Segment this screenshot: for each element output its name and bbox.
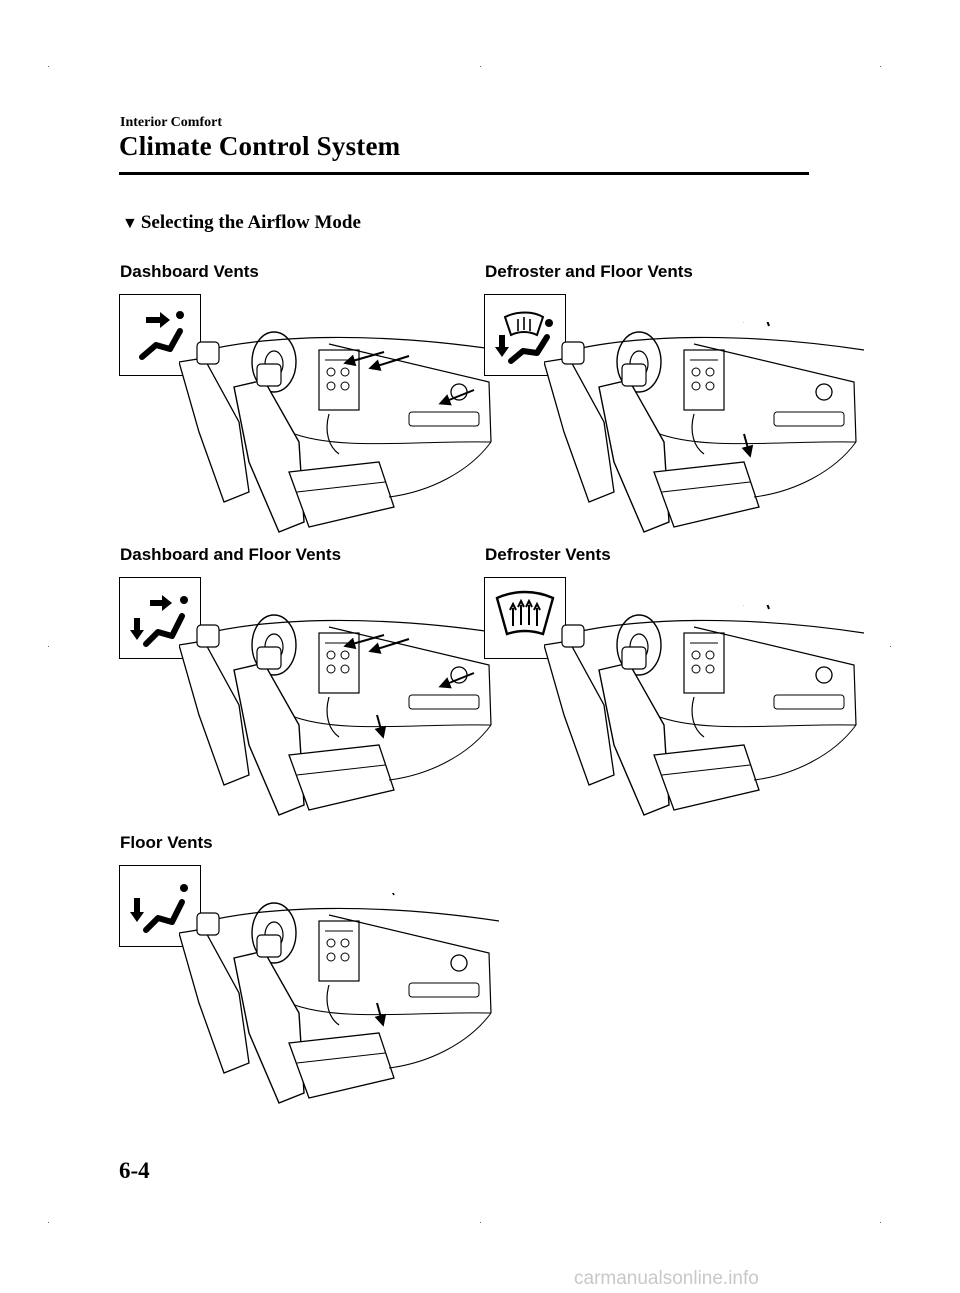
section-label: Interior Comfort (120, 115, 222, 131)
cabin-illustration (179, 893, 499, 1108)
crop-mark (890, 646, 891, 647)
panel-floor-vents: Floor Vents (119, 833, 439, 1103)
subheading-marker: ▼ (122, 215, 138, 232)
crop-mark (48, 1222, 49, 1223)
page-number: 6-4 (119, 1158, 150, 1184)
crop-mark (48, 646, 49, 647)
crop-mark (480, 66, 481, 67)
crop-mark (880, 66, 881, 67)
panel-defroster-floor-vents: Defroster and Floor Vents (484, 262, 804, 532)
cabin-illustration (544, 605, 864, 820)
panel-dashboard-vents: Dashboard Vents (119, 262, 439, 532)
cabin-illustration (179, 605, 499, 820)
cabin-illustration (544, 322, 864, 537)
title-rule (119, 172, 809, 175)
panel-label: Defroster Vents (485, 545, 611, 565)
crop-mark (880, 1222, 881, 1223)
panel-defroster-vents: Defroster Vents (484, 545, 804, 815)
subheading: ▼Selecting the Airflow Mode (122, 212, 361, 234)
subheading-text: Selecting the Airflow Mode (141, 212, 361, 233)
panel-label: Defroster and Floor Vents (485, 262, 693, 282)
cabin-illustration (179, 322, 499, 537)
panel-label: Floor Vents (120, 833, 213, 853)
watermark: carmanualsonline.info (574, 1268, 759, 1290)
panel-label: Dashboard and Floor Vents (120, 545, 341, 565)
panel-label: Dashboard Vents (120, 262, 259, 282)
panel-dashboard-floor-vents: Dashboard and Floor Vents (119, 545, 439, 815)
crop-mark (48, 66, 49, 67)
page-title: Climate Control System (119, 131, 400, 162)
crop-mark (480, 1222, 481, 1223)
